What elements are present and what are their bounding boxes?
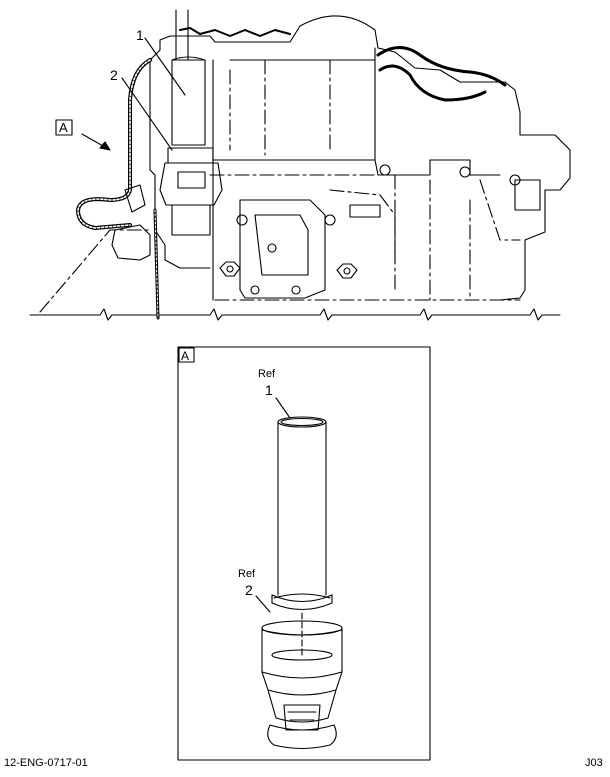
sheet-code: J03 xyxy=(585,757,603,769)
leader-2 xyxy=(121,77,173,151)
callout-1: 1 xyxy=(136,27,144,43)
ref-label-2: Ref xyxy=(238,568,256,580)
view-arrow-head xyxy=(99,141,111,151)
ref-number-2: 2 xyxy=(245,582,253,598)
engine-assembly xyxy=(29,9,571,321)
detail-frame-tag xyxy=(178,347,195,363)
leader-ref-2 xyxy=(255,595,271,613)
detail-frame-label: A xyxy=(181,349,189,363)
view-marker-label: A xyxy=(59,120,68,135)
view-marker-box xyxy=(55,119,73,136)
ref-label-1: Ref xyxy=(258,368,276,380)
figure-id: 12-ENG-0717-01 xyxy=(4,757,88,769)
ref-number-1: 1 xyxy=(265,382,273,398)
grommet-part-2 xyxy=(261,620,343,750)
callout-2: 2 xyxy=(110,67,118,83)
tube-part-1 xyxy=(271,416,333,611)
leader-ref-1 xyxy=(275,397,291,419)
leader-1 xyxy=(144,37,186,96)
detail-frame xyxy=(177,346,431,761)
